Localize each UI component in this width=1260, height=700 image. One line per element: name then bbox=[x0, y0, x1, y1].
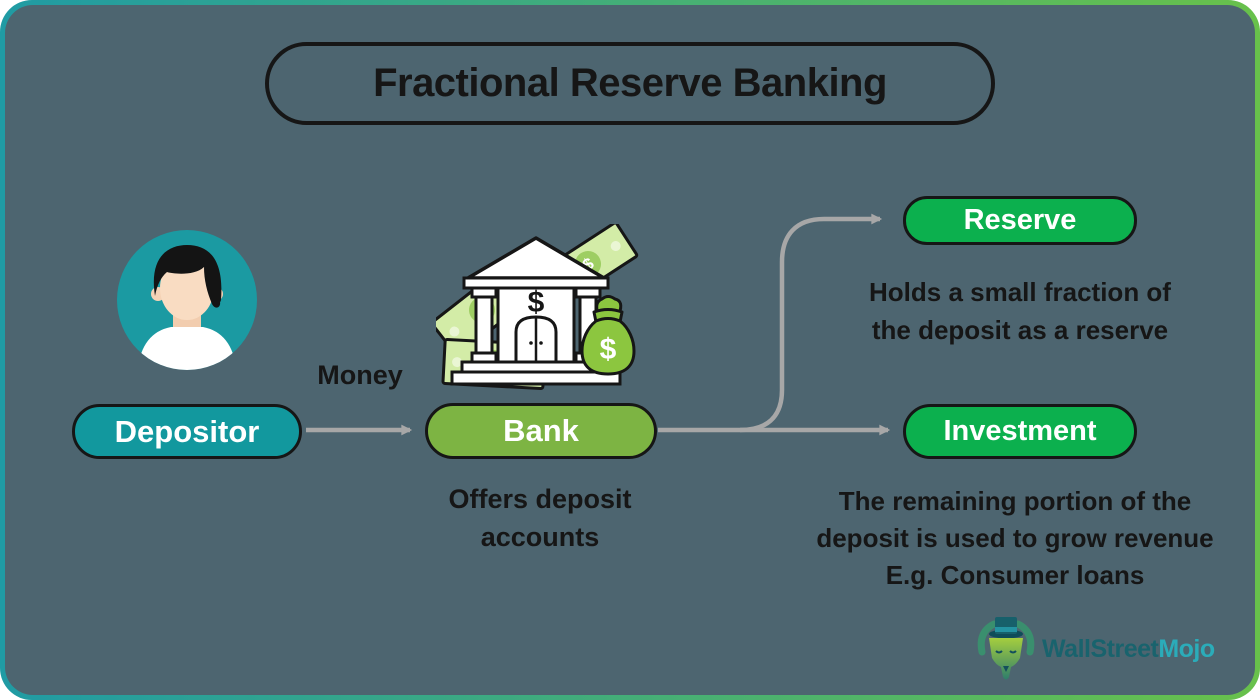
depositor-node: Depositor bbox=[72, 404, 302, 459]
person-illustration bbox=[137, 245, 237, 370]
investment-description-line: The remaining portion of the bbox=[838, 486, 1192, 516]
wallstreetmojo-logo: WallStreetMojo bbox=[974, 614, 1215, 684]
logo-text-mojo: Mojo bbox=[1158, 634, 1215, 663]
money-bag-icon: $ bbox=[580, 295, 636, 376]
investment-description-line: deposit is used to grow revenue bbox=[816, 523, 1214, 553]
bank-node: Bank bbox=[425, 403, 657, 459]
logo-text-wallstreet: WallStreet bbox=[1042, 634, 1159, 663]
svg-text:$: $ bbox=[528, 286, 545, 319]
investment-description-line: E.g. Consumer loans bbox=[885, 560, 1145, 590]
investment-node: Investment bbox=[903, 404, 1137, 459]
reserve-label: Reserve bbox=[963, 204, 1077, 236]
depositor-avatar bbox=[117, 230, 257, 370]
logo-text: WallStreetMojo bbox=[1042, 635, 1215, 664]
depositor-label: Depositor bbox=[114, 413, 260, 449]
svg-text:$: $ bbox=[600, 333, 617, 366]
reserve-description-line: the deposit as a reserve bbox=[871, 315, 1169, 345]
title-box: Fractional Reserve Banking bbox=[265, 42, 995, 125]
bank-building-icon: $ bbox=[450, 236, 622, 386]
bank-illustration: $ $ $ bbox=[436, 224, 639, 390]
reserve-node: Reserve bbox=[903, 196, 1137, 245]
bull-mascot-icon bbox=[977, 617, 1035, 680]
investment-label: Investment bbox=[943, 415, 1097, 447]
reserve-description-line: Holds a small fraction of bbox=[869, 277, 1171, 307]
bank-label: Bank bbox=[503, 413, 579, 448]
reserve-description: Holds a small fraction of the deposit as… bbox=[830, 273, 1210, 349]
bank-description: Offers deposit accounts bbox=[415, 480, 665, 556]
page-title: Fractional Reserve Banking bbox=[373, 61, 887, 105]
investment-description: The remaining portion of the deposit is … bbox=[780, 483, 1250, 594]
bank-description-line: Offers deposit bbox=[448, 484, 632, 514]
money-label: Money bbox=[317, 360, 403, 390]
bank-description-line: accounts bbox=[480, 522, 600, 552]
